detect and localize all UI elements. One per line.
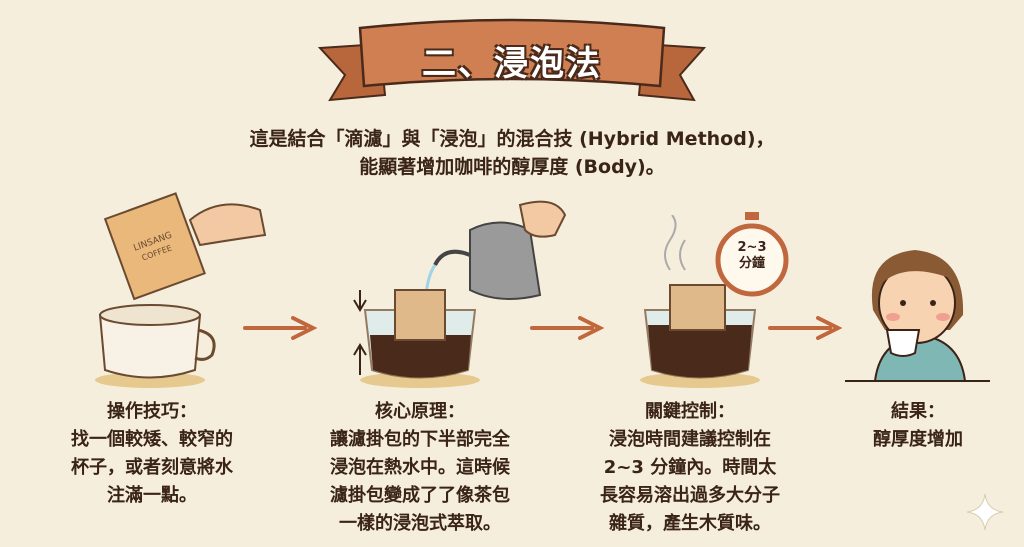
person-drinking-illustration: [845, 250, 990, 382]
steeping-cup-illustration: [640, 215, 760, 388]
arrow-icon: [768, 316, 843, 340]
step-line: 注滿一點。: [107, 485, 197, 506]
step-line: 讓濾掛包的下半部完全: [330, 429, 510, 450]
arrow-icon: [530, 316, 605, 340]
timer-unit: 分鐘: [738, 256, 765, 271]
cup-with-drip-bag-illustration: LINSANG COFFEE: [95, 192, 267, 388]
step-line: 雜質，產生木質味。: [609, 513, 771, 534]
sparkle-icon: [966, 493, 1004, 531]
step-line: 找一個較矮、較窄的: [71, 429, 233, 450]
step-heading: 核心原理：: [375, 401, 465, 422]
step-line: 長容易溶出過多大分子: [600, 485, 780, 506]
step-line: 浸泡在熱水中。這時候: [330, 457, 510, 478]
step-line: 醇厚度增加: [873, 429, 963, 450]
timer-label: 2~3: [737, 240, 767, 255]
step-technique: 操作技巧： 找一個較矮、較窄的 杯子，或者刻意將水 注滿一點。: [32, 398, 272, 510]
step-line: 一樣的浸泡式萃取。: [339, 513, 501, 534]
pouring-kettle-illustration: [353, 200, 567, 388]
step-result: 結果： 醇厚度增加: [798, 398, 1024, 454]
step-control: 關鍵控制： 浸泡時間建議控制在 2~3 分鐘內。時間太 長容易溶出過多大分子 雜…: [570, 398, 810, 538]
step-heading: 操作技巧：: [107, 401, 197, 422]
intro-line-2: 能顯著增加咖啡的醇厚度 (Body)。: [359, 156, 665, 178]
page-title: 二、浸泡法: [422, 44, 602, 84]
step-line: 浸泡時間建議控制在: [609, 429, 771, 450]
step-line: 2~3 分鐘內。時間太: [603, 457, 777, 478]
intro-line-1: 這是結合「滴濾」與「浸泡」的混合技 (Hybrid Method)，: [249, 128, 775, 150]
step-line: 杯子，或者刻意將水: [71, 457, 233, 478]
timer-icon: [715, 212, 789, 297]
step-heading: 關鍵控制：: [645, 401, 735, 422]
title-banner: [317, 18, 707, 102]
step-principle: 核心原理： 讓濾掛包的下半部完全 浸泡在熱水中。這時候 濾掛包變成了了像茶包 一…: [300, 398, 540, 538]
arrow-icon: [243, 316, 318, 340]
step-line: 濾掛包變成了了像茶包: [330, 485, 510, 506]
step-heading: 結果：: [891, 401, 945, 422]
